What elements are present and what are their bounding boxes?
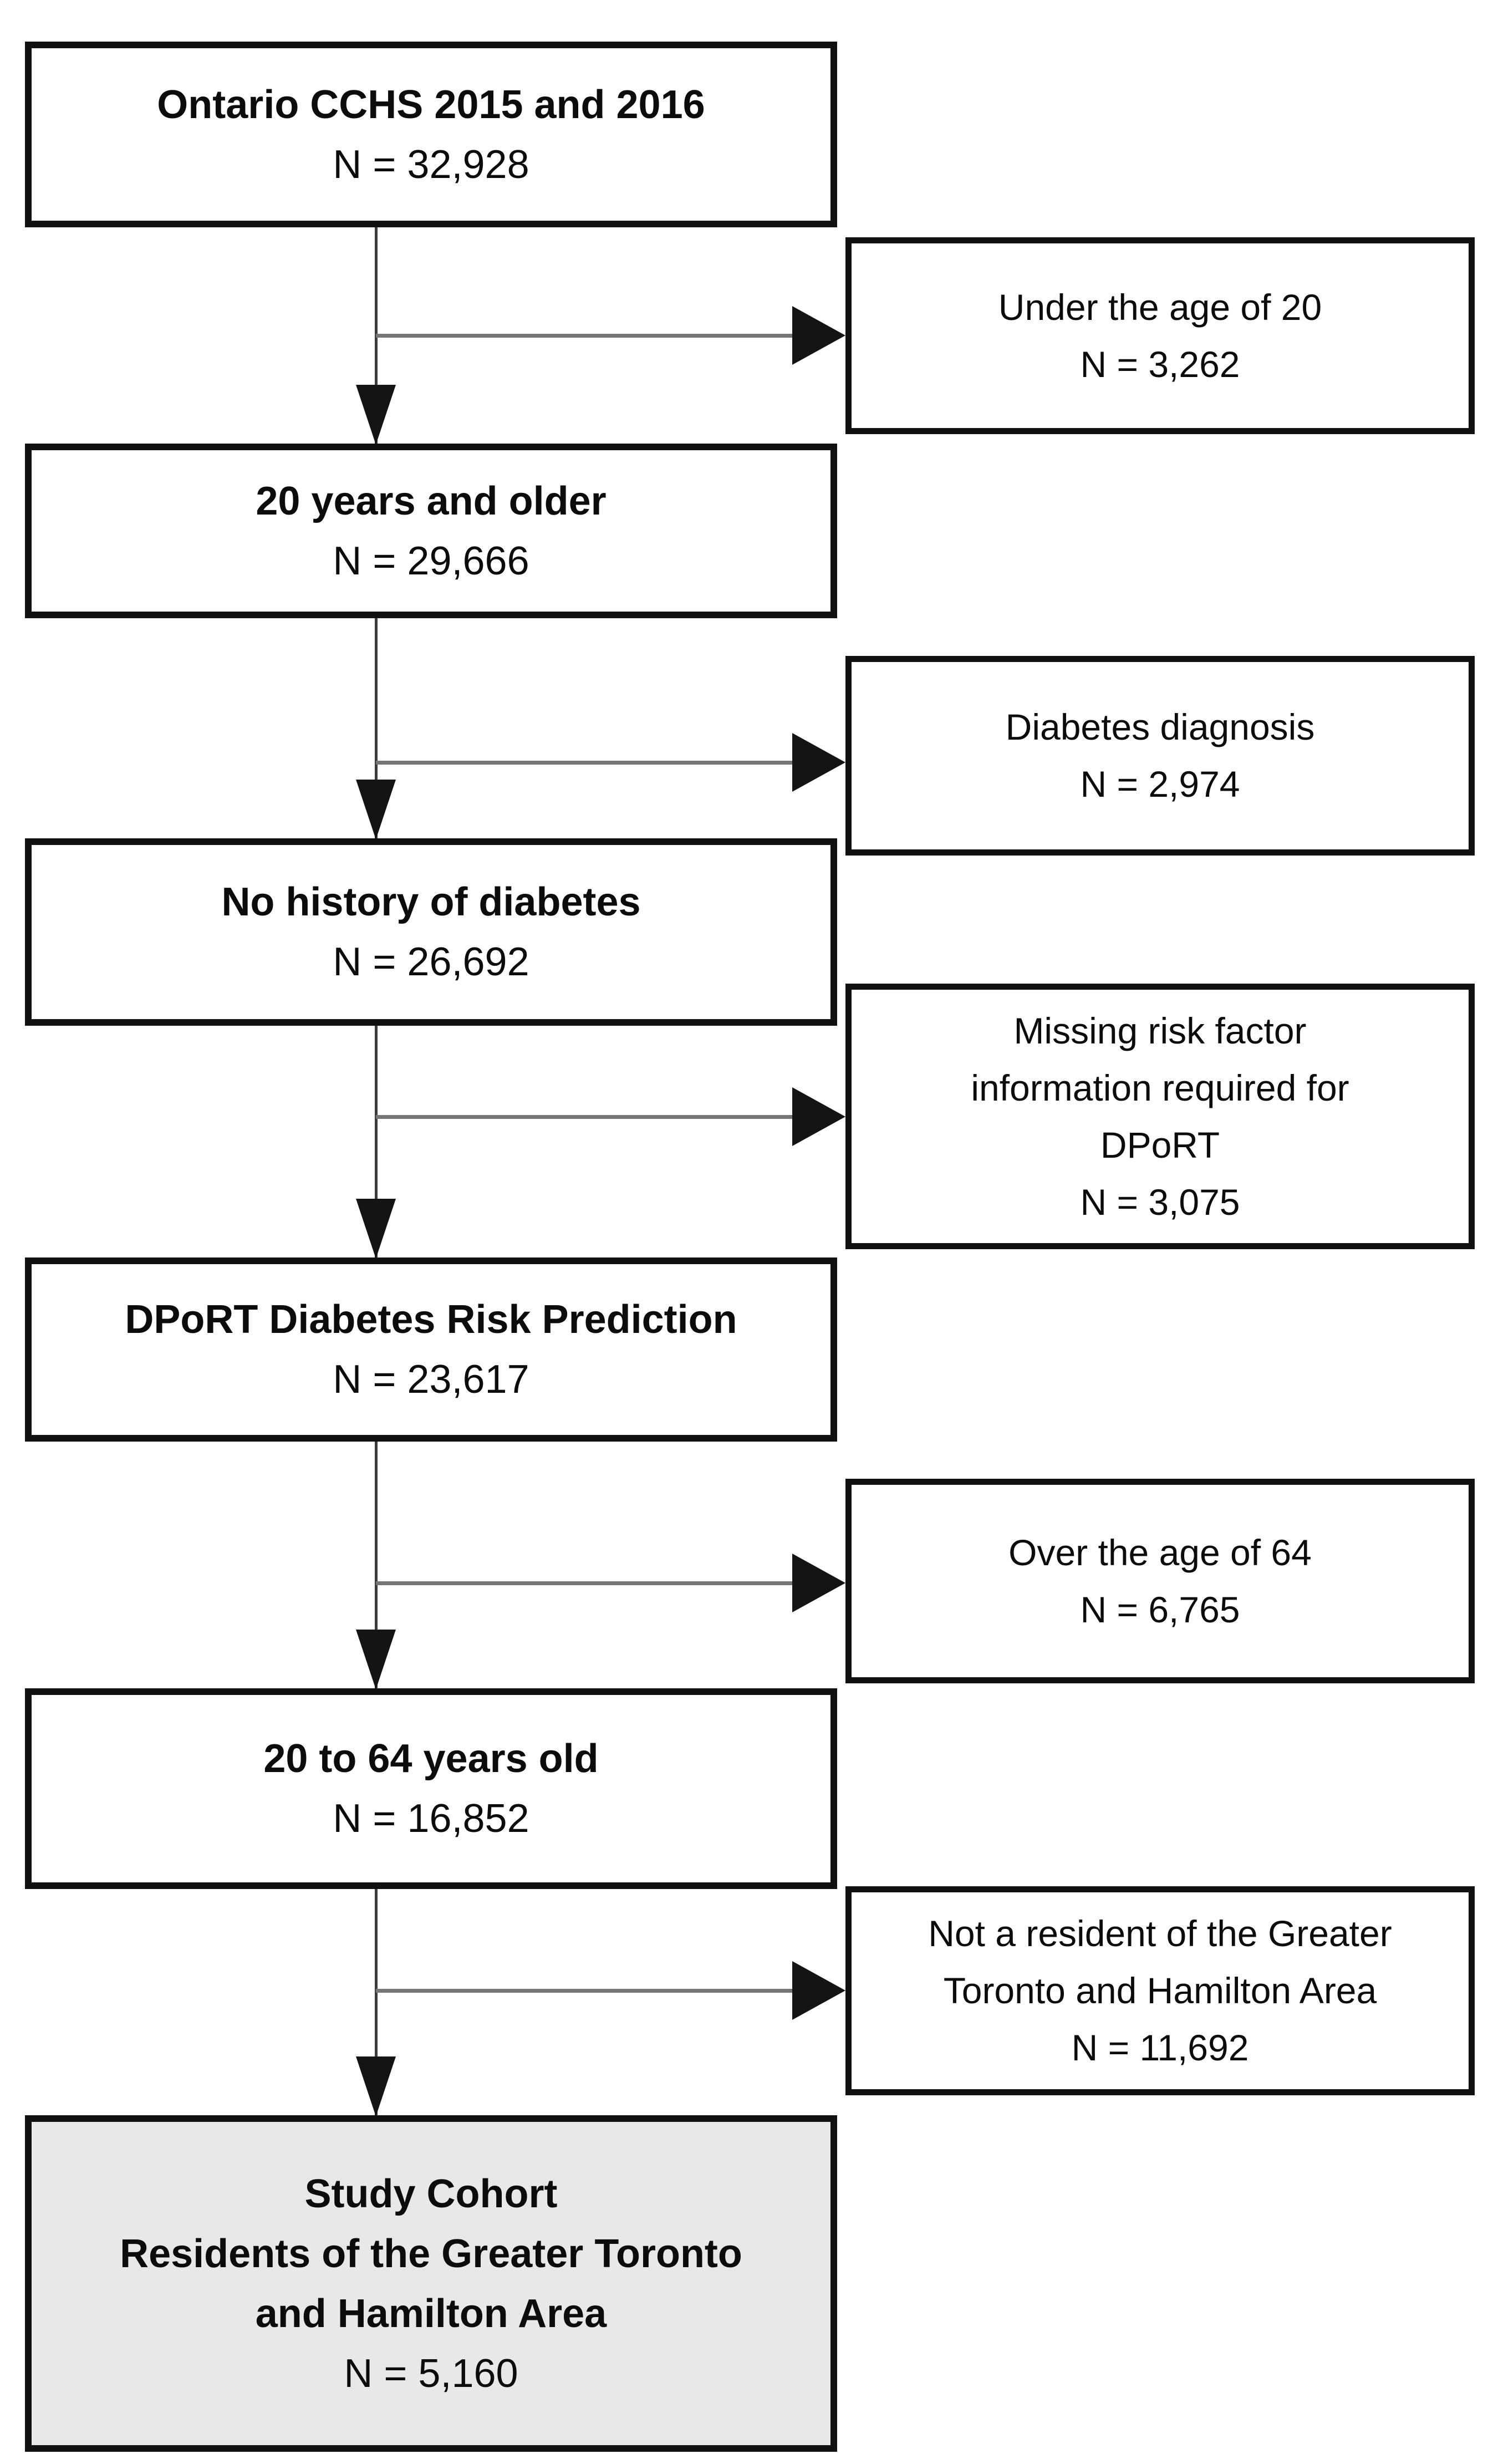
connector-line-vertical-4 (375, 1442, 378, 1688)
sample-size: N = 23,617 (333, 1357, 529, 1402)
arrowhead-right-icon-1 (792, 306, 845, 365)
box-title: Study Cohort Residents of the Greater To… (120, 2171, 742, 2336)
flow-box-20-and-older: 20 years and older N = 29,666 (25, 444, 837, 618)
box-title: 20 to 64 years old (263, 1737, 599, 1781)
arrowhead-right-icon-4 (792, 1554, 845, 1612)
sample-size: N = 16,852 (333, 1796, 529, 1841)
connector-line-vertical-2 (375, 618, 378, 838)
arrowhead-right-icon-5 (792, 1961, 845, 2020)
flow-box-ontario-cchs: Ontario CCHS 2015 and 2016 N = 32,928 (25, 42, 837, 227)
sample-size: N = 11,692 (1071, 2027, 1249, 2068)
sample-size: N = 2,974 (1080, 763, 1240, 805)
flow-box-no-diabetes-history: No history of diabetes N = 26,692 (25, 838, 837, 1026)
box-label: Missing risk factor information required… (971, 1010, 1349, 1165)
arrowhead-right-icon-3 (792, 1087, 845, 1146)
connector-line-horizontal-4 (376, 1581, 793, 1585)
connector-line-horizontal-1 (376, 334, 793, 338)
box-label: Not a resident of the Greater Toronto an… (928, 1913, 1392, 2011)
connector-line-horizontal-3 (376, 1115, 793, 1119)
connector-line-vertical-3 (375, 1026, 378, 1258)
exclusion-box-missing-risk-factors: Missing risk factor information required… (845, 984, 1475, 1249)
connector-line-vertical-5 (375, 1889, 378, 2115)
sample-size: N = 6,765 (1080, 1589, 1240, 1630)
exclusion-box-non-gtha-resident: Not a resident of the Greater Toronto an… (845, 1886, 1475, 2095)
sample-size: N = 26,692 (333, 940, 529, 984)
box-label: Under the age of 20 (998, 286, 1322, 328)
box-title: No history of diabetes (221, 880, 641, 924)
flow-box-dport-prediction: DPoRT Diabetes Risk Prediction N = 23,61… (25, 1258, 837, 1442)
sample-size: N = 29,666 (333, 538, 529, 583)
box-title: DPoRT Diabetes Risk Prediction (125, 1297, 737, 1342)
arrowhead-down-icon-2 (356, 780, 396, 839)
flow-box-study-cohort: Study Cohort Residents of the Greater To… (25, 2115, 837, 2452)
exclusion-box-under-20: Under the age of 20 N = 3,262 (845, 237, 1475, 434)
sample-size: N = 3,262 (1080, 343, 1240, 385)
arrowhead-down-icon-5 (356, 2056, 396, 2116)
arrowhead-right-icon-2 (792, 733, 845, 792)
connector-line-horizontal-2 (376, 761, 793, 765)
sample-size: N = 3,075 (1080, 1181, 1240, 1223)
box-label: Diabetes diagnosis (1005, 706, 1315, 747)
sample-size: N = 32,928 (333, 142, 529, 187)
exclusion-box-over-64: Over the age of 64 N = 6,765 (845, 1479, 1475, 1683)
box-label: Over the age of 64 (1008, 1531, 1312, 1573)
arrowhead-down-icon-4 (356, 1630, 396, 1689)
arrowhead-down-icon-1 (356, 385, 396, 445)
sample-size: N = 5,160 (344, 2351, 518, 2396)
flow-box-20-to-64: 20 to 64 years old N = 16,852 (25, 1688, 837, 1889)
box-title: Ontario CCHS 2015 and 2016 (157, 82, 705, 127)
box-title: 20 years and older (256, 478, 607, 523)
exclusion-box-diabetes-diagnosis: Diabetes diagnosis N = 2,974 (845, 656, 1475, 856)
arrowhead-down-icon-3 (356, 1199, 396, 1259)
connector-line-horizontal-5 (376, 1989, 793, 1993)
